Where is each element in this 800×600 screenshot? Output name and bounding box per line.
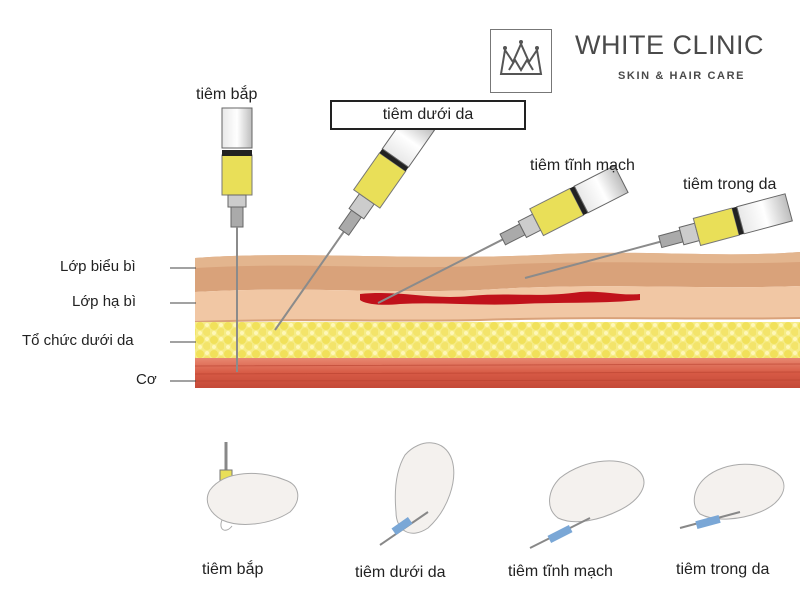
layer-label-epidermis: Lớp biểu bì bbox=[60, 258, 136, 275]
syringe-subcutaneous bbox=[274, 111, 436, 331]
caption-intramuscular: tiêm bắp bbox=[202, 561, 264, 578]
label-intramuscular: tiêm bắp bbox=[196, 86, 258, 103]
fat-layer bbox=[195, 322, 800, 360]
brand-name: WHITE CLINIC bbox=[575, 30, 765, 60]
layer-label-subcutaneous-tissue: Tổ chức dưới da bbox=[22, 332, 134, 349]
syringe-intradermal bbox=[524, 193, 793, 279]
layer-label-dermis: Lớp hạ bì bbox=[72, 293, 137, 310]
caption-intravenous: tiêm tĩnh mạch bbox=[508, 563, 613, 580]
layer-label-muscle: Cơ bbox=[136, 371, 157, 388]
label-intravenous: tiêm tĩnh mạch bbox=[530, 157, 635, 174]
hand-intradermal bbox=[679, 463, 785, 529]
epidermis-surface bbox=[195, 252, 800, 268]
syringe-intravenous bbox=[377, 165, 629, 304]
vein bbox=[360, 291, 640, 305]
hand-subcutaneous bbox=[379, 442, 455, 546]
clinic-logo bbox=[490, 29, 552, 93]
skin-layers bbox=[194, 252, 800, 388]
dermis-boundary bbox=[194, 317, 800, 323]
caption-intradermal: tiêm trong da bbox=[676, 561, 770, 578]
caption-subcutaneous: tiêm dưới da bbox=[355, 564, 446, 581]
brand-tagline: SKIN & HAIR CARE bbox=[618, 70, 746, 82]
label-subcutaneous-boxed: tiêm dưới da bbox=[330, 100, 526, 130]
label-intradermal: tiêm trong da bbox=[683, 176, 777, 193]
crown-logo-icon bbox=[499, 40, 543, 75]
syringe-intramuscular bbox=[221, 107, 253, 372]
hand-intravenous bbox=[529, 460, 645, 549]
hand-intramuscular bbox=[206, 442, 299, 531]
